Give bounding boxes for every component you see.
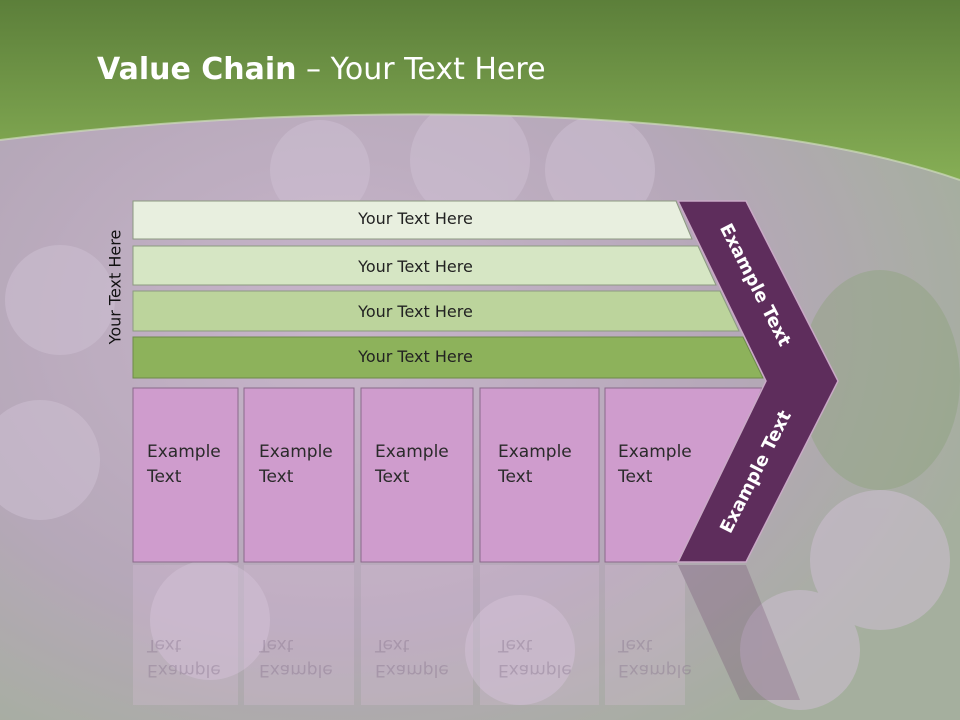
box-shape-1 xyxy=(132,387,239,563)
box-text-4: Example Text xyxy=(498,442,572,487)
box-text-reflection-2: Example Text xyxy=(259,635,333,680)
row-shape-3 xyxy=(132,290,740,332)
box-shape-3 xyxy=(360,387,474,563)
row-shape-4 xyxy=(132,336,764,379)
box-text-reflection-1: Example Text xyxy=(147,635,221,680)
box-text-reflection-4: Example Text xyxy=(498,635,572,680)
box-shape-2 xyxy=(243,387,355,563)
box-text-2: Example Text xyxy=(259,442,333,487)
chevron-shape xyxy=(676,200,839,563)
row-label-1: Your Text Here xyxy=(358,209,473,228)
row-label-3: Your Text Here xyxy=(358,302,473,321)
box-text-reflection-5: Example Text xyxy=(618,635,692,680)
box-text-reflection-3: Example Text xyxy=(375,635,449,680)
row-shape-2 xyxy=(132,245,717,286)
box-text-5: Example Text xyxy=(618,442,692,487)
side-label: Your Text Here xyxy=(105,229,125,345)
row-label-2: Your Text Here xyxy=(358,257,473,276)
row-shape-1 xyxy=(132,200,693,240)
box-text-1: Example Text xyxy=(147,442,221,487)
slide-title: Value Chain – Your Text Here xyxy=(97,52,546,87)
box-text-3: Example Text xyxy=(375,442,449,487)
box-shape-4 xyxy=(479,387,600,563)
row-label-4: Your Text Here xyxy=(358,347,473,366)
